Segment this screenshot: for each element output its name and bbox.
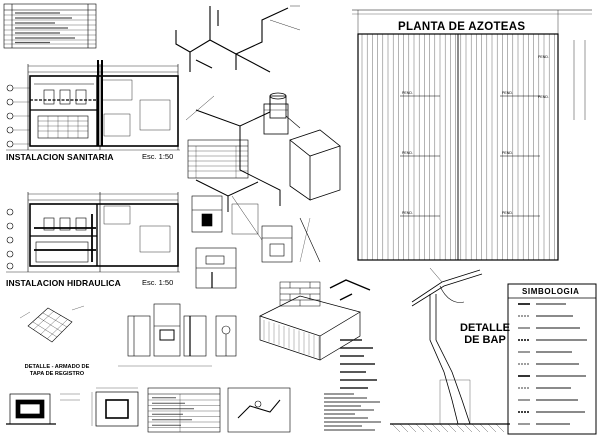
detalle-zanja-isometrico bbox=[259, 279, 371, 361]
roof-pend-label: PEND. bbox=[402, 91, 413, 95]
isometric-sanitary-pipes bbox=[175, 5, 301, 73]
roof-pend-label: PEND. bbox=[402, 151, 413, 155]
sanitaria-title: INSTALACION SANITARIA bbox=[6, 152, 114, 162]
roof-pend-label: PEND. bbox=[538, 95, 549, 99]
tabla-materiales bbox=[147, 387, 221, 433]
simbologia-box bbox=[507, 283, 597, 435]
plan-instalacion-hidraulica bbox=[6, 192, 180, 273]
notes-table-top bbox=[3, 3, 97, 49]
roof-pend-label: PEND. bbox=[502, 151, 513, 155]
roof-pend-label: PEND. bbox=[538, 55, 549, 59]
hidraulica-title: INSTALACION HIDRAULICA bbox=[6, 278, 121, 288]
roof-pend-label: PEND. bbox=[502, 211, 513, 215]
roof-pend-label: PEND. bbox=[502, 91, 513, 95]
detalle-muro-tabique bbox=[279, 281, 321, 307]
detail-instalacion-lavabo bbox=[191, 195, 263, 241]
simbologia-title: SIMBOLOGIA bbox=[522, 287, 580, 296]
detalle-registro-planta bbox=[91, 387, 139, 427]
isometric-hydraulic-pipes bbox=[185, 95, 289, 212]
bap-title-line2: DE BAP bbox=[464, 334, 506, 346]
detail-instalacion-wc bbox=[195, 247, 237, 289]
plan-instalacion-sanitaria bbox=[6, 60, 180, 151]
sanitaria-scale: Esc. 1:50 bbox=[142, 152, 174, 161]
bap-title: DETALLE DE BAP bbox=[458, 322, 512, 346]
notas-especificaciones bbox=[340, 339, 377, 389]
registro-title-line2: TAPA DE REGISTRO bbox=[29, 370, 85, 377]
detalle-registro-isometrico bbox=[19, 305, 85, 343]
hidraulica-scale: Esc. 1:50 bbox=[142, 278, 174, 287]
azoteas-title: PLANTA DE AZOTEAS bbox=[398, 21, 526, 33]
detalle-tuberias-elevacion bbox=[118, 303, 237, 367]
roof-pend-label: PEND. bbox=[402, 211, 413, 215]
registro-title-line1: DETALLE - ARMADO DE bbox=[24, 364, 90, 370]
registro-detail-title: DETALLE - ARMADO DE TAPA DE REGISTRO bbox=[22, 364, 92, 377]
detalle-bap bbox=[390, 267, 510, 433]
bap-title-line1: DETALLE bbox=[460, 322, 510, 334]
detail-instalacion-tinaco bbox=[261, 217, 321, 263]
plan-azoteas bbox=[352, 9, 592, 261]
water-tank-detail bbox=[269, 92, 341, 201]
detalle-coladera bbox=[227, 387, 291, 433]
detalle-registro-corte bbox=[6, 393, 80, 425]
pipe-schedule-table bbox=[187, 139, 249, 179]
notas-generales bbox=[324, 393, 381, 431]
